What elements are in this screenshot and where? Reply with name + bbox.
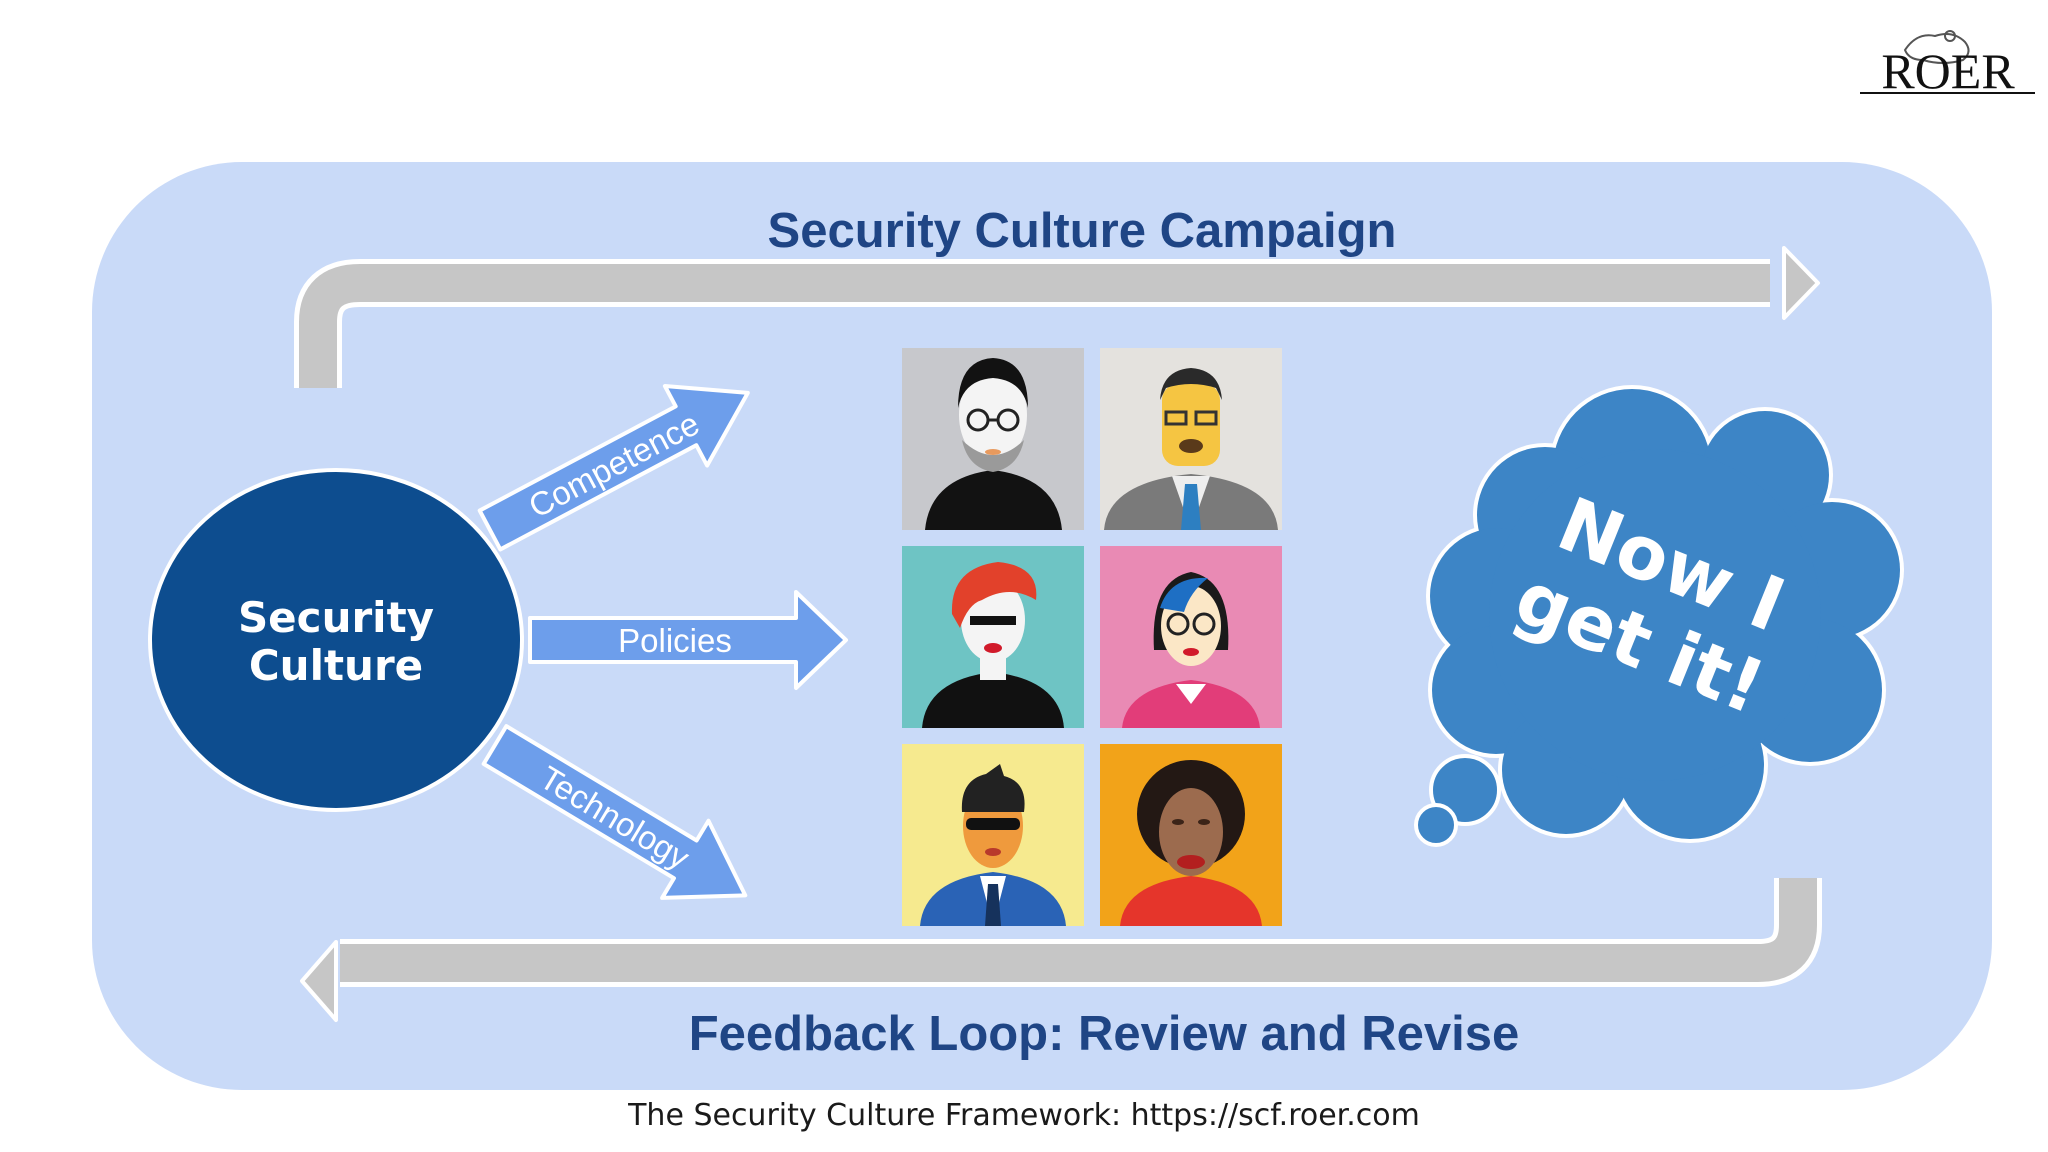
- policies-label: Policies: [618, 622, 732, 659]
- portrait-curly-hair-orange: [1100, 744, 1282, 926]
- portrait-red-hair-woman: [902, 546, 1084, 728]
- circle-line-1: Security: [238, 593, 434, 642]
- beaver-icon: [1903, 30, 1970, 64]
- footer-caption: The Security Culture Framework: https://…: [628, 1098, 1420, 1133]
- security-culture-circle: Security Culture: [148, 468, 524, 812]
- portrait-man-sunglasses-yellow: [902, 744, 1084, 926]
- portrait-man-suit-tie: [1100, 348, 1282, 530]
- thought-bubble: Now I get it!: [1414, 385, 1904, 847]
- thought-dot-small: [1414, 803, 1458, 847]
- roer-logo: ROER: [1860, 30, 2035, 99]
- logo-text: ROER: [1881, 43, 2015, 99]
- portrait-grid: [902, 348, 1282, 926]
- policies-arrow: Policies: [528, 590, 848, 690]
- campaign-arrow: [294, 246, 1820, 388]
- circle-line-2: Culture: [249, 641, 423, 690]
- campaign-title: Security Culture Campaign: [768, 204, 1397, 258]
- portrait-bald-man-glasses: [902, 348, 1084, 530]
- feedback-title: Feedback Loop: Review and Revise: [689, 1007, 1520, 1061]
- feedback-arrow: [300, 878, 1822, 1022]
- thought-bubble-fill: [1430, 389, 1900, 839]
- portrait-woman-glasses-pink: [1100, 546, 1282, 728]
